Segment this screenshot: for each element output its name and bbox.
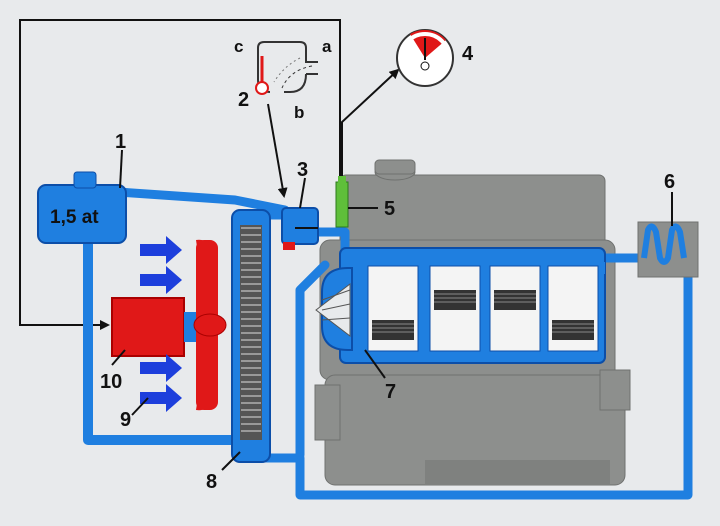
temperature-sensor[interactable]: [335, 176, 349, 228]
airflow-arrows: [140, 236, 182, 412]
temperature-gauge[interactable]: [396, 29, 454, 87]
inset-label-a: a: [322, 37, 332, 56]
thermostat-inset: [255, 41, 318, 95]
airflow-arrow-2: [140, 266, 182, 294]
heat-exchanger[interactable]: [637, 221, 699, 278]
callout-1: 1: [115, 131, 126, 153]
inset-label-c: c: [234, 37, 243, 56]
cylinders: [367, 265, 599, 352]
piston: [434, 290, 476, 310]
control-line: [19, 19, 341, 330]
heater-core[interactable]: [111, 297, 196, 357]
thermostat[interactable]: [281, 207, 319, 250]
expansion-tank[interactable]: [37, 171, 127, 244]
callout-5: 5: [384, 198, 395, 220]
callout-10: 10: [100, 371, 122, 393]
airflow-arrow-4: [140, 384, 182, 412]
callout-3: 3: [297, 159, 308, 181]
callout-4: 4: [462, 43, 474, 65]
leader-lines: [111, 103, 673, 471]
piston: [552, 320, 594, 340]
inset-label-b: b: [294, 103, 304, 122]
piston: [494, 290, 536, 310]
callout-2: 2: [238, 89, 249, 111]
piston: [372, 320, 414, 340]
fan[interactable]: [193, 239, 227, 411]
radiator-fins: [241, 227, 261, 432]
callout-6: 6: [664, 171, 675, 193]
water-pump[interactable]: [315, 267, 353, 351]
callout-8: 8: [206, 471, 217, 493]
callout-7: 7: [385, 381, 396, 403]
tank-pressure-label: 1,5 at: [50, 207, 99, 228]
airflow-arrow-3: [140, 354, 182, 382]
callout-9: 9: [120, 409, 131, 431]
airflow-arrow-1: [140, 236, 182, 264]
sensor-wire: [341, 68, 400, 176]
